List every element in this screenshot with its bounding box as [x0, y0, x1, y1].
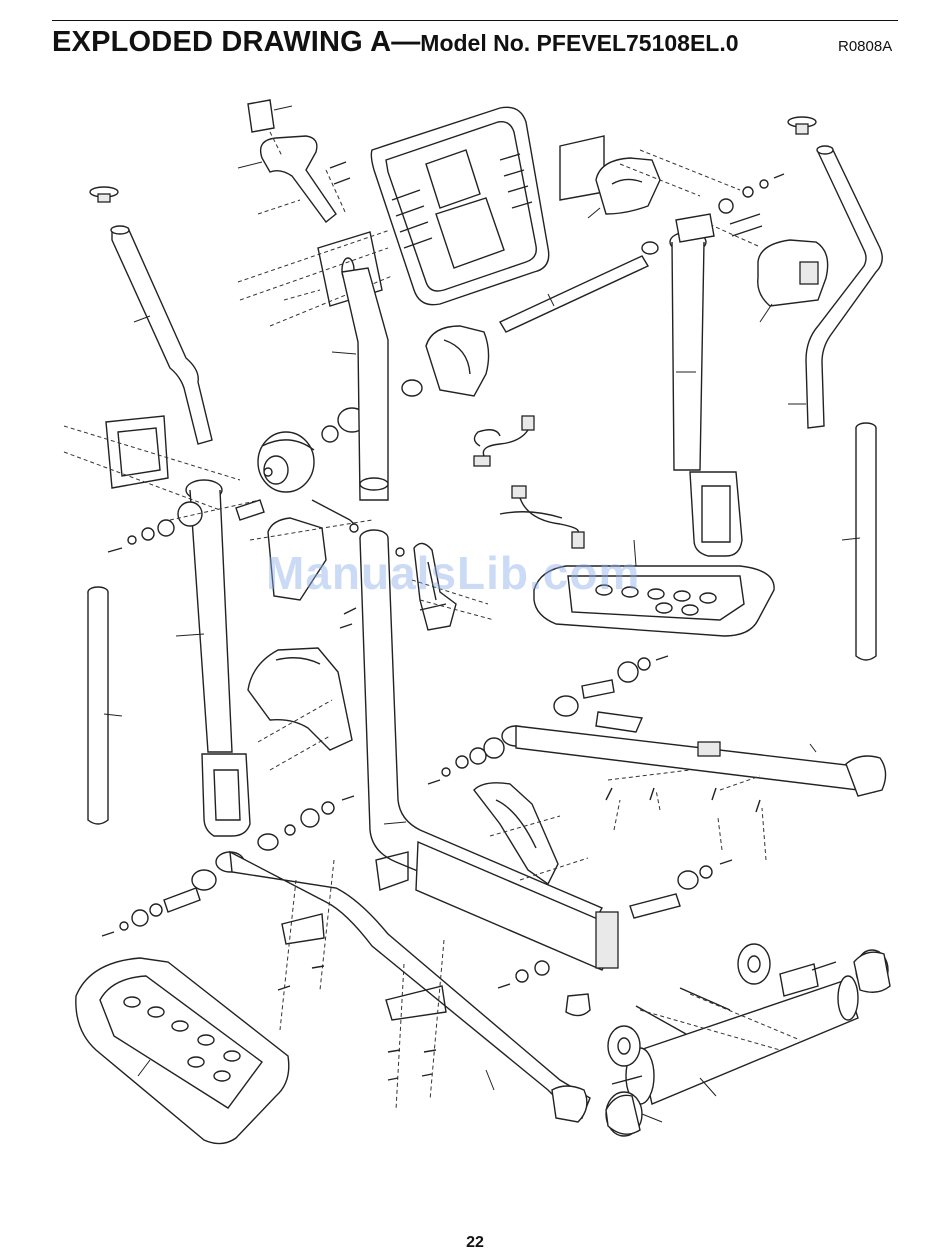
right-pedal-hardware [428, 656, 668, 784]
left-upper-arm [90, 187, 212, 444]
page-number: 22 [0, 1234, 950, 1252]
wire-harness [474, 416, 584, 548]
left-pedal [76, 958, 289, 1144]
tube-left [88, 587, 122, 824]
right-upper-hardware [719, 174, 784, 236]
console [371, 107, 548, 304]
rear-stabilizer [606, 944, 890, 1136]
tube-right [842, 423, 876, 660]
pedal-arm-fasteners [606, 770, 766, 860]
watermark: ManualsLib.com [266, 546, 640, 600]
right-pedal-arm [502, 712, 886, 796]
left-upper-handlebar [238, 100, 350, 222]
